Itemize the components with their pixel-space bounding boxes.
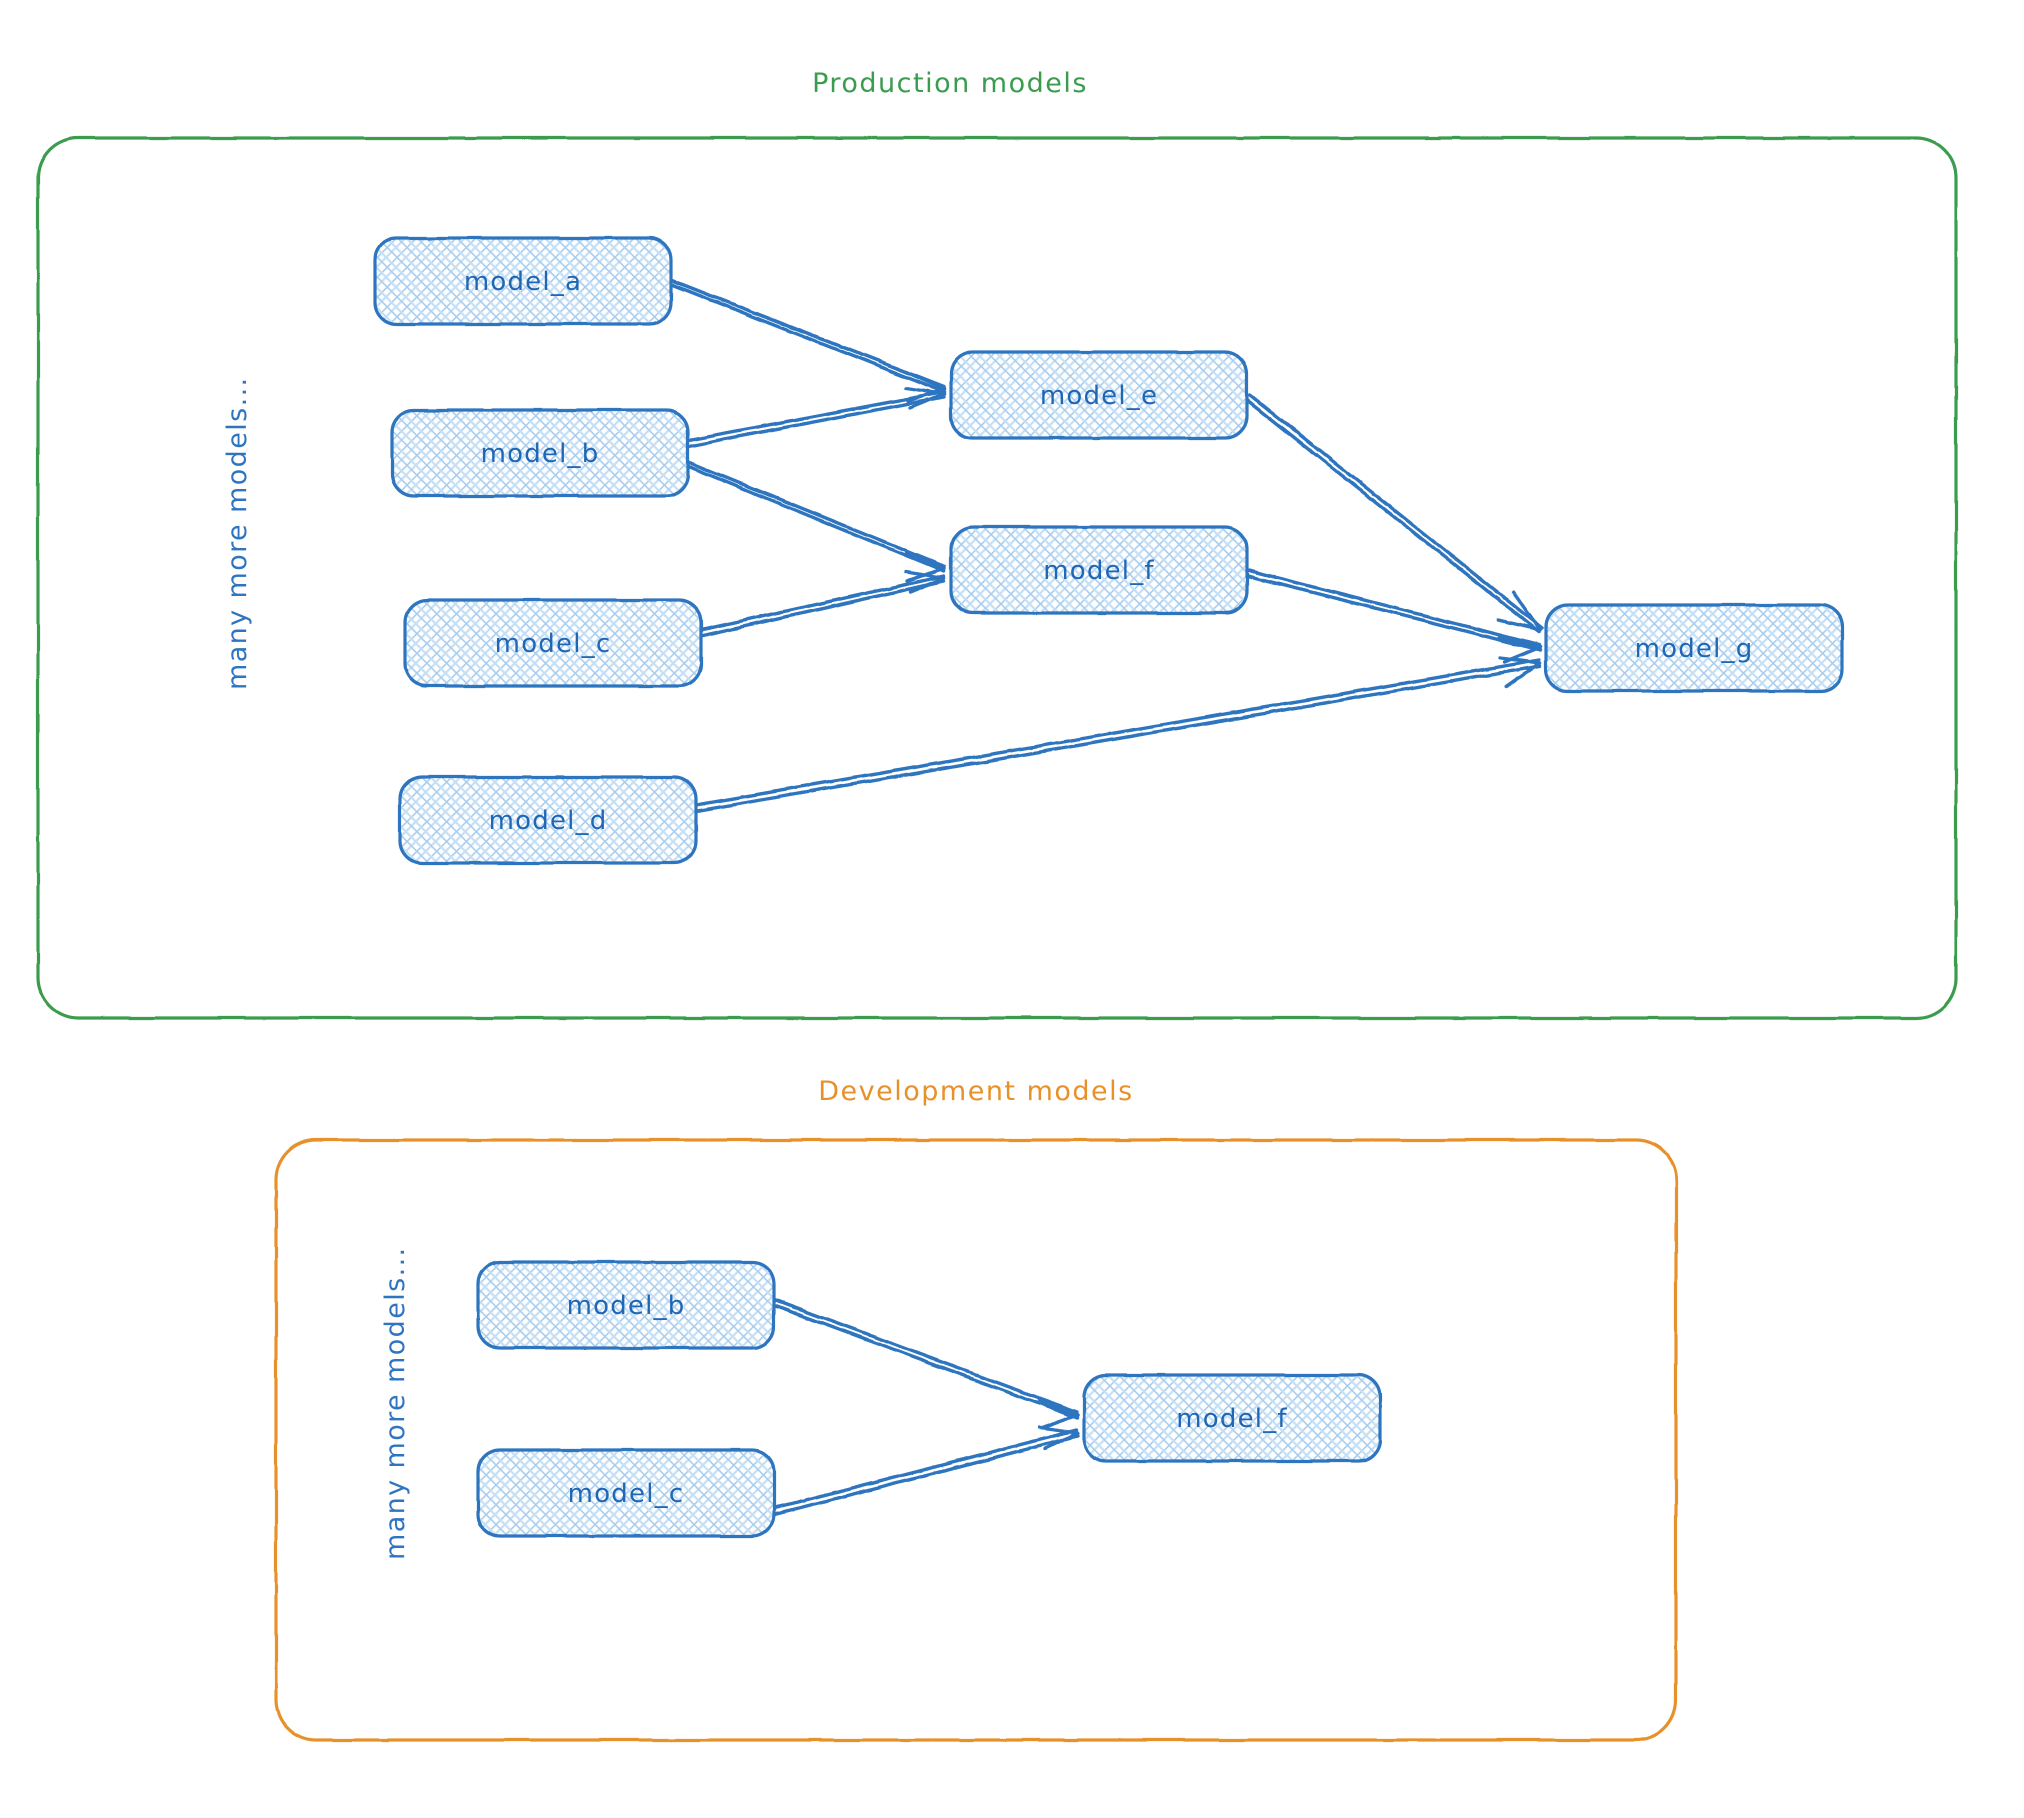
node-dev-model-c-fill2 bbox=[478, 1450, 774, 1536]
node-prod-model-c-border bbox=[403, 598, 703, 688]
node-dev-model-f-border bbox=[1082, 1373, 1382, 1463]
node-prod-model-c-label: model_c bbox=[495, 629, 612, 659]
development-nodes: model_b model_c model_f bbox=[476, 1260, 1382, 1538]
development-group: Development models many more models... bbox=[274, 1076, 1678, 1742]
edge-dev-model-c-to-model-f bbox=[772, 1426, 1080, 1516]
node-prod-model-f-border bbox=[949, 525, 1249, 615]
node-prod-model-a-fill2 bbox=[375, 238, 671, 324]
node-prod-model-b-fill2 bbox=[392, 410, 688, 496]
node-prod-model-e-label: model_e bbox=[1040, 381, 1158, 411]
node-prod-model-d-fill2 bbox=[400, 777, 696, 863]
edge-dev-model-b-to-model-f bbox=[772, 1298, 1080, 1430]
node-prod-model-a-border bbox=[373, 236, 673, 326]
node-prod-model-e-border bbox=[949, 350, 1249, 440]
production-group: Production models many more models... bbox=[36, 68, 1958, 1020]
node-prod-model-a-label: model_a bbox=[464, 267, 582, 297]
node-prod-model-c[interactable]: model_c bbox=[403, 598, 703, 688]
node-prod-model-g[interactable]: model_g bbox=[1544, 603, 1844, 693]
production-container bbox=[36, 136, 1958, 1020]
edge-model-c-to-model-f bbox=[699, 570, 946, 638]
node-dev-model-b-border bbox=[476, 1260, 776, 1350]
node-dev-model-f-label: model_f bbox=[1176, 1404, 1288, 1434]
node-dev-model-b-fill2 bbox=[478, 1262, 774, 1348]
node-dev-model-c-border bbox=[476, 1448, 776, 1538]
node-prod-model-b[interactable]: model_b bbox=[390, 408, 690, 498]
node-prod-model-b-label: model_b bbox=[481, 439, 600, 469]
node-prod-model-c-fill2 bbox=[405, 600, 701, 686]
development-edges bbox=[772, 1298, 1080, 1516]
edge-model-a-to-model-e bbox=[669, 278, 946, 403]
node-prod-model-g-border bbox=[1544, 603, 1844, 693]
node-prod-model-a[interactable]: model_a bbox=[373, 236, 673, 326]
development-group-title: Development models bbox=[818, 1076, 1133, 1107]
node-dev-model-f-fill2 bbox=[1084, 1375, 1380, 1461]
node-prod-model-f[interactable]: model_f bbox=[949, 525, 1249, 615]
node-prod-model-f-label: model_f bbox=[1043, 556, 1155, 586]
edge-model-b-to-model-e bbox=[686, 386, 946, 448]
development-container bbox=[274, 1138, 1678, 1742]
node-prod-model-e[interactable]: model_e bbox=[949, 350, 1249, 440]
node-dev-model-b[interactable]: model_b bbox=[476, 1260, 776, 1350]
edge-model-d-to-model-g bbox=[694, 656, 1542, 813]
node-prod-model-d-label: model_d bbox=[489, 806, 608, 836]
development-many-more-label: many more models... bbox=[380, 1246, 411, 1560]
production-nodes: model_a model_b model_c model_d bbox=[373, 236, 1844, 865]
edge-model-f-to-model-g bbox=[1245, 568, 1542, 664]
edge-model-b-to-model-f bbox=[686, 460, 946, 583]
edge-model-e-to-model-g bbox=[1245, 393, 1544, 634]
node-prod-model-d-border bbox=[398, 775, 698, 865]
node-dev-model-b-label: model_b bbox=[567, 1291, 686, 1321]
node-dev-model-c-label: model_c bbox=[568, 1479, 685, 1509]
node-prod-model-b-border bbox=[390, 408, 690, 498]
node-prod-model-e-fill2 bbox=[951, 352, 1247, 438]
node-prod-model-g-fill2 bbox=[1546, 605, 1842, 691]
node-dev-model-f[interactable]: model_f bbox=[1082, 1373, 1382, 1463]
node-prod-model-d[interactable]: model_d bbox=[398, 775, 698, 865]
production-many-more-label: many more models... bbox=[222, 376, 253, 690]
production-edges bbox=[669, 278, 1544, 813]
production-group-title: Production models bbox=[812, 68, 1088, 99]
node-prod-model-g-label: model_g bbox=[1635, 634, 1754, 664]
node-dev-model-c[interactable]: model_c bbox=[476, 1448, 776, 1538]
node-prod-model-f-fill2 bbox=[951, 527, 1247, 613]
